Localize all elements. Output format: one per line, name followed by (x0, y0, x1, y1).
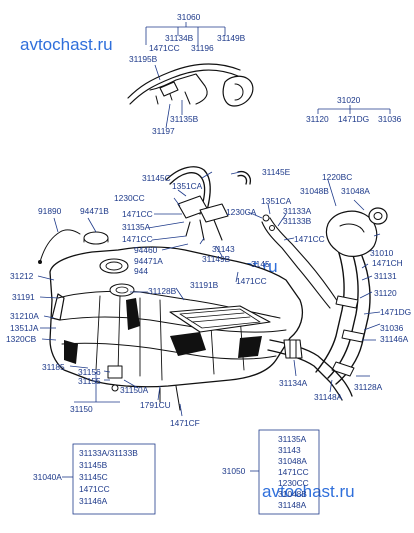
label-31135A: 31135A (122, 222, 151, 232)
label-1471CC-d: 1471CC (294, 234, 325, 244)
label-1471CC-a: 1471CC (122, 209, 153, 219)
label-31145C: 31145C (142, 173, 171, 183)
label-94460: 94460 (134, 245, 158, 255)
label-31128A: 31128A (354, 382, 383, 392)
label-31196: 31196 (191, 43, 214, 53)
label-31134A: 31134A (279, 378, 308, 388)
label-1351CA-b: 1351CA (261, 196, 292, 206)
label-31128B: 31128B (148, 286, 177, 296)
label-31133B: 31133B (283, 216, 312, 226)
label-31135B: 31135B (170, 114, 199, 124)
kit-31040A-part-3: 31145C (79, 472, 108, 482)
kit-31050-part-2: 31143 (278, 445, 301, 455)
label-31120: 31120 (374, 288, 397, 298)
label-31048A: 31048A (341, 186, 370, 196)
top-pipe-artwork (127, 63, 254, 107)
label-94471B: 94471B (80, 206, 109, 216)
kit-31050-part-5: 1230CC (278, 478, 309, 488)
label-31120-group: 31120 (306, 114, 329, 124)
group-31060: 31060 31134B 31149B 1471CC 31196 31195B … (129, 12, 246, 136)
kit-31050-part-3: 31048A (278, 456, 307, 466)
label-31020: 31020 (337, 95, 361, 105)
group-31020: 31020 31120 1471DG 31036 (306, 95, 402, 124)
label-31143: 31143 (212, 244, 235, 254)
label-31210A: 31210A (10, 311, 39, 321)
label-1220BC: 1220BC (322, 172, 352, 182)
label-31155: 31155 (78, 376, 101, 386)
leader-lines (37, 171, 381, 417)
label-1351CA-a: 1351CA (172, 181, 203, 191)
kit-31040A-part-5: 31146A (79, 496, 108, 506)
label-1471CC-c: 1471CC (236, 276, 267, 286)
label-1230CC: 1230CC (114, 193, 145, 203)
kit-31050: 31050 31135A 31143 31048A 1471CC 1230CC … (222, 429, 320, 515)
label-944: 944 (134, 266, 148, 276)
label-1471DG-group: 1471DG (338, 114, 369, 124)
kit-31040A: 31040A 31133A/31133B 31145B 31145C 1471C… (33, 443, 156, 515)
label-31185: 31185 (42, 362, 65, 372)
label-31191B: 31191B (190, 280, 219, 290)
label-31148A: 31148A (314, 392, 343, 402)
label-31149B: 31149B (202, 254, 231, 264)
label-31145E: 31145E (262, 167, 291, 177)
label-31146A: 31146A (380, 334, 409, 344)
label-31036-group: 31036 (378, 114, 402, 124)
kit-31050-part-6: 31048B (278, 489, 307, 499)
label-31191-a: 31191 (12, 292, 35, 302)
label-1320CB: 1320CB (6, 334, 37, 344)
kit-31050-part-1: 31135A (278, 434, 307, 444)
label-1471DG: 1471DG (380, 307, 411, 317)
label-31197: 31197 (152, 126, 175, 136)
label-31156: 31156 (78, 367, 101, 377)
label-31131: 31131 (374, 271, 397, 281)
label-1471CC-b: 1471CC (122, 234, 153, 244)
kit-31040A-part-4: 1471CC (79, 484, 110, 494)
label-31036: 31036 (380, 323, 404, 333)
label-31150: 31150 (70, 404, 93, 414)
label-31010: 31010 (370, 248, 394, 258)
label-1471CH: 1471CH (372, 258, 403, 268)
label-31040A: 31040A (33, 472, 62, 482)
kit-31040A-part-1: 31133A/31133B (79, 448, 138, 458)
label-31150A: 31150A (120, 385, 149, 395)
label-31212: 31212 (10, 271, 34, 281)
label-91890: 91890 (38, 206, 62, 216)
label-1791CU: 1791CU (140, 400, 171, 410)
label-1351JA: 1351JA (10, 323, 39, 333)
label-31048B: 31048B (300, 186, 329, 196)
watermark-top: avtochast.ru (20, 35, 113, 54)
label-3145: 3145 (251, 259, 270, 269)
label-31133A: 31133A (283, 206, 312, 216)
callout-labels: 31145C 31145E 1351CA 1230CC 1471CC 31135… (6, 167, 411, 428)
kit-31040A-part-2: 31145B (79, 460, 108, 470)
label-1471CF: 1471CF (170, 418, 200, 428)
label-31060: 31060 (177, 12, 201, 22)
label-94471A: 94471A (134, 256, 163, 266)
fuel-tank-artwork (38, 166, 388, 411)
label-1471CC-top: 1471CC (149, 43, 180, 53)
label-1230CA: 1230CA (226, 207, 257, 217)
label-31149B: 31149B (217, 33, 246, 43)
label-31134B: 31134B (165, 33, 194, 43)
label-31195B: 31195B (129, 54, 158, 64)
watermark-bottom: avtochast.ru (262, 482, 355, 501)
kit-31050-part-7: 31148A (278, 500, 307, 510)
label-31050: 31050 (222, 466, 246, 476)
kit-31050-part-4: 1471CC (278, 467, 309, 477)
